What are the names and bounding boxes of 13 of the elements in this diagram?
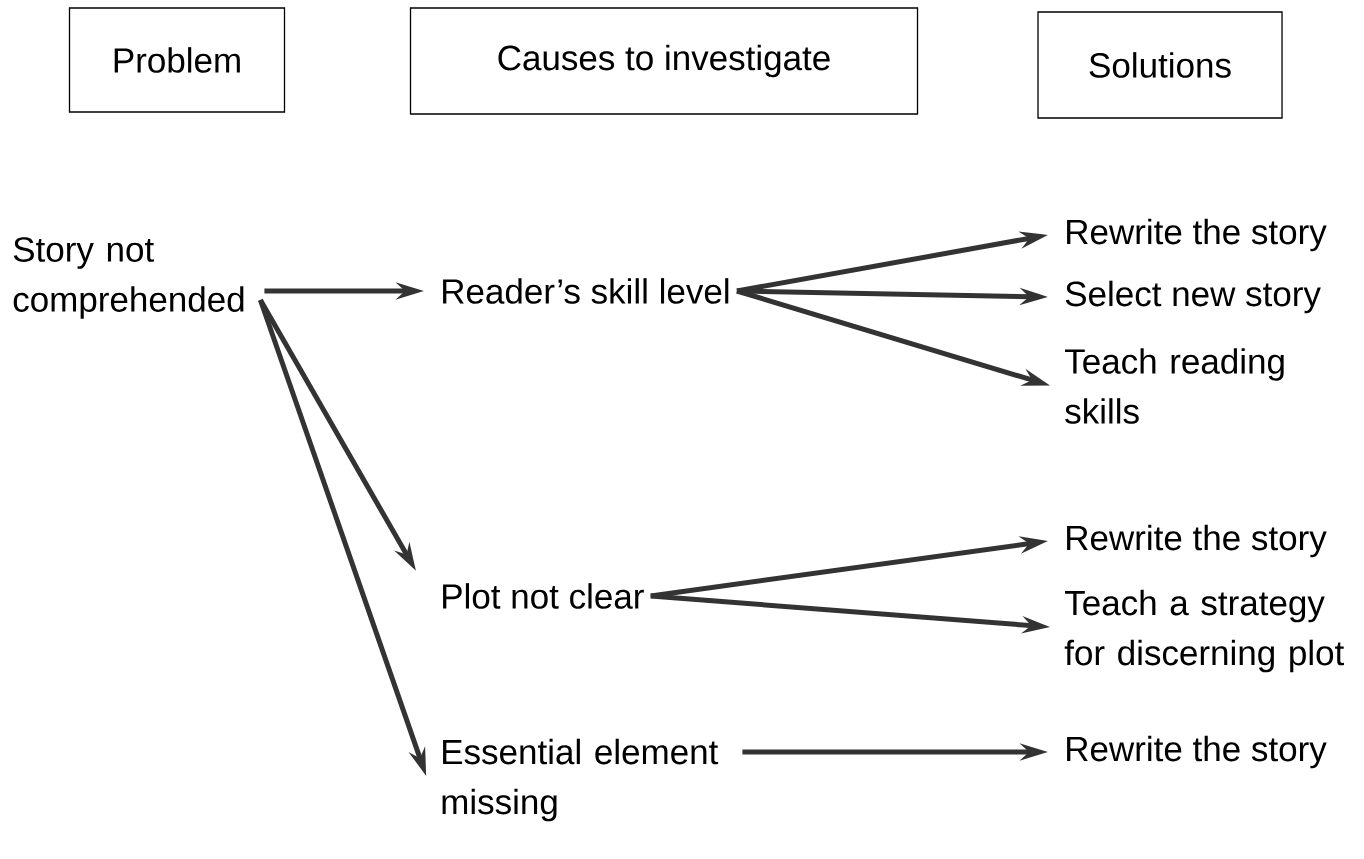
column-header-box: Problem xyxy=(68,7,286,113)
solution-text: Teach a strategy for discerning plot xyxy=(1064,589,1345,673)
problem-text: Story not comprehended xyxy=(13,237,244,319)
column-header-box: Solutions xyxy=(1037,11,1283,119)
solution-text: Teach reading skills xyxy=(1065,348,1284,424)
solution-text: Select new story xyxy=(1065,280,1321,314)
solution-text: Rewrite the story xyxy=(1067,524,1327,558)
column-header-box: Causes to investigate xyxy=(409,7,919,115)
cause-text: Reader’s skill level xyxy=(443,278,729,304)
cause-text: Plot not clear xyxy=(443,583,644,609)
cause-text: Essential element missing xyxy=(442,738,719,822)
solution-text: Rewrite the story xyxy=(1067,735,1327,769)
solution-text: Rewrite the story xyxy=(1067,218,1327,252)
